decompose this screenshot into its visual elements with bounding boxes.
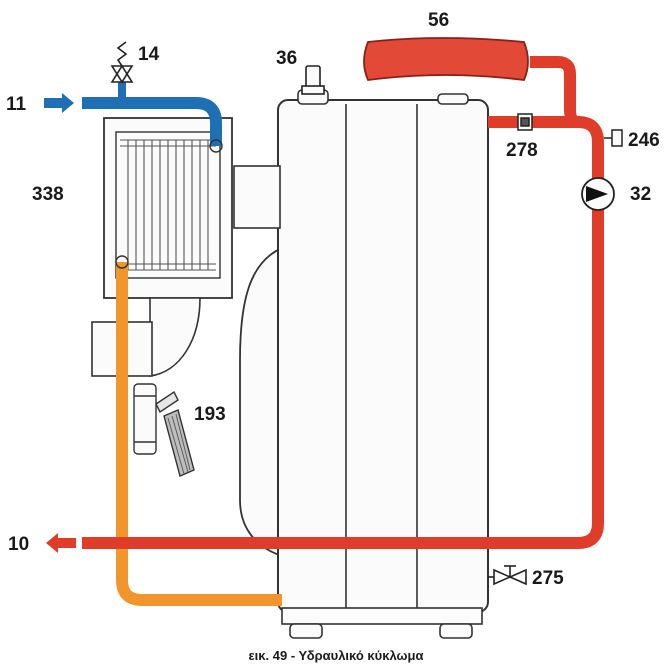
label-14: 14 bbox=[138, 44, 160, 65]
expansion-tank bbox=[363, 37, 529, 81]
circulation-pump-icon bbox=[581, 177, 615, 211]
inlet-arrow-icon bbox=[44, 93, 74, 113]
relief-valve-stem bbox=[118, 82, 126, 100]
boiler-top-boss bbox=[437, 93, 469, 105]
exchanger-lower-housing bbox=[149, 297, 201, 377]
expansion-tank-pipe bbox=[530, 56, 579, 128]
label-338: 338 bbox=[32, 184, 64, 205]
boiler-foot-right bbox=[439, 623, 473, 639]
filter-193-icon bbox=[133, 383, 195, 477]
boiler-side-tank bbox=[239, 246, 283, 558]
outlet-arrow-icon bbox=[46, 533, 76, 553]
sensor-246-icon bbox=[604, 129, 623, 147]
sensor-278-icon bbox=[517, 113, 533, 131]
label-10: 10 bbox=[8, 534, 29, 555]
heating-flow-pipe bbox=[82, 116, 604, 549]
label-278: 278 bbox=[506, 140, 538, 161]
relief-valve-icon bbox=[110, 41, 134, 84]
heating-return-pipe bbox=[116, 262, 282, 606]
label-36: 36 bbox=[276, 48, 297, 69]
boiler-foot-left bbox=[289, 623, 323, 639]
boiler-body bbox=[277, 99, 489, 613]
label-56: 56 bbox=[428, 10, 449, 31]
label-275: 275 bbox=[532, 568, 564, 589]
exchanger-neck bbox=[233, 165, 281, 229]
drain-valve-icon bbox=[488, 565, 527, 586]
cold-water-pipe bbox=[82, 97, 222, 146]
label-246: 246 bbox=[628, 130, 660, 151]
label-11: 11 bbox=[6, 94, 27, 115]
heat-exchanger-coil bbox=[120, 139, 216, 271]
air-vent-icon bbox=[301, 65, 325, 95]
coil-inlet-ring bbox=[209, 139, 223, 153]
boiler-base bbox=[281, 607, 483, 625]
coil-outlet-ring bbox=[115, 255, 129, 269]
label-32: 32 bbox=[630, 184, 651, 205]
label-193: 193 bbox=[194, 404, 226, 425]
figure-caption: εικ. 49 - Υδραυλικό κύκλωμα bbox=[249, 648, 424, 663]
